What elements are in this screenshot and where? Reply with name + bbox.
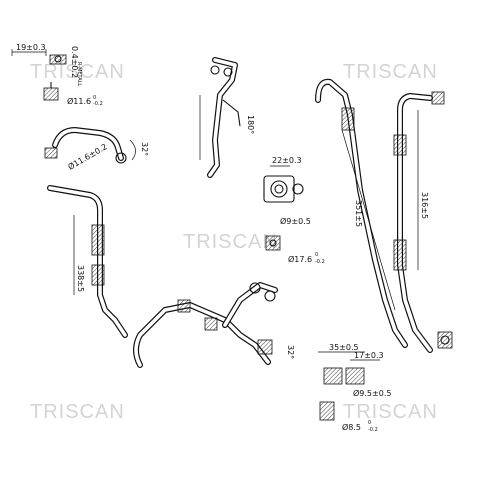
watermark-center: TRISCAN bbox=[183, 231, 278, 253]
fitting-detail-top-left: 19±0.3 0.4±0.2 R-METALL bbox=[11, 43, 82, 86]
pipe-upper-left: Ø11.6±0.2 32° bbox=[44, 127, 149, 172]
watermark-bottom-left: TRISCAN bbox=[30, 401, 125, 423]
pipe-bottom-center: 32° bbox=[133, 282, 295, 368]
angle-180: 180° bbox=[246, 115, 255, 134]
dim-351: 351±5 bbox=[354, 200, 363, 227]
dim-19: 19±0.3 bbox=[16, 43, 46, 52]
watermark-bottom-right: TRISCAN bbox=[343, 401, 438, 423]
dim-316: 316±5 bbox=[420, 192, 429, 219]
dim-17-6: Ø17.6 bbox=[288, 254, 312, 264]
dim-17: 17±0.3 bbox=[354, 351, 384, 360]
watermark-top-left: TRISCAN bbox=[30, 61, 125, 83]
dim-11-6-pipe: Ø11.6±0.2 bbox=[66, 141, 109, 171]
pipe-right-long: 351±5 bbox=[315, 78, 408, 348]
pipe-right-second: 316±5 bbox=[393, 91, 453, 353]
dim-22: 22±0.3 bbox=[272, 156, 302, 165]
fitting-detail-bottom-right: 35±0.5 17±0.3 Ø9.5±0.5 Ø8.5 0 -0.2 bbox=[318, 343, 391, 433]
dim-338: 338±5 bbox=[76, 265, 85, 292]
watermark-top-right: TRISCAN bbox=[343, 61, 438, 83]
tol-8-5-lower: -0.2 bbox=[368, 427, 378, 433]
fitting-detail-left-2: Ø11.6 0 -0.2 bbox=[43, 82, 103, 107]
note-r-metall: R-METALL bbox=[76, 62, 82, 86]
dim-35: 35±0.5 bbox=[329, 343, 359, 352]
tol-17-6-lower: -0.2 bbox=[315, 259, 325, 265]
pipe-left-long: 338±5 bbox=[47, 185, 128, 338]
tol-11-6-upper: 0 bbox=[93, 95, 96, 101]
dim-9: Ø9±0.5 bbox=[280, 216, 311, 226]
angle-32-lower: 32° bbox=[286, 345, 295, 359]
dim-9-5: Ø9.5±0.5 bbox=[353, 388, 391, 398]
pipe-center-top: 180° bbox=[199, 57, 255, 178]
nut-detail-center: 22±0.3 Ø9±0.5 Ø17.6 0 -0.2 bbox=[263, 156, 325, 265]
tol-8-5-upper: 0 bbox=[368, 420, 371, 426]
tol-11-6-lower: -0.2 bbox=[93, 101, 103, 107]
dim-8-5: Ø8.5 bbox=[342, 422, 361, 432]
dim-11-6: Ø11.6 bbox=[67, 96, 91, 106]
tol-17-6-upper: 0 bbox=[315, 252, 318, 258]
dim-0-4: 0.4±0.2 bbox=[70, 46, 79, 78]
angle-32-upper: 32° bbox=[140, 142, 149, 156]
